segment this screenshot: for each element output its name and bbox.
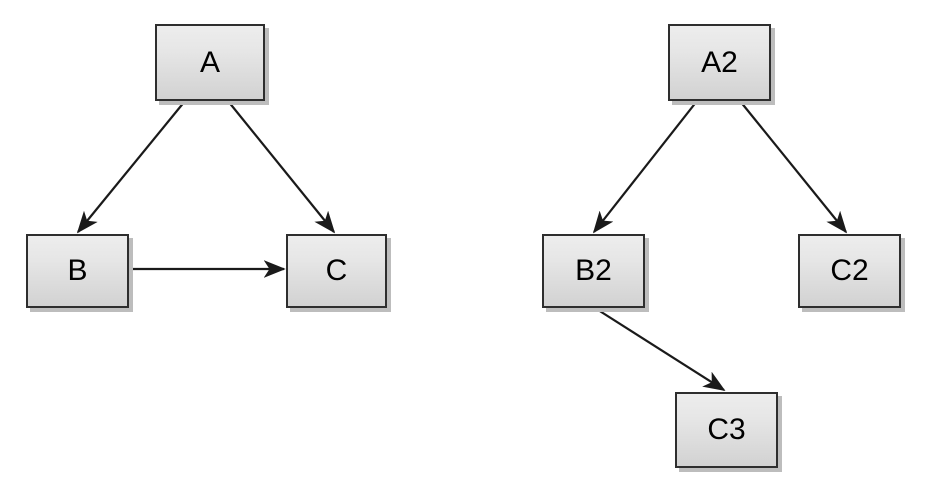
edge-a2-to-c2[interactable]: [739, 100, 848, 234]
node-c3[interactable]: C3: [675, 392, 778, 468]
node-label: C3: [707, 413, 746, 446]
node-label: A: [199, 45, 220, 79]
edge-a-to-c[interactable]: [227, 100, 336, 234]
node-label: B: [67, 254, 88, 287]
edge-b2-to-c3[interactable]: [594, 307, 726, 391]
node-label: A2: [701, 45, 738, 79]
node-b2[interactable]: B2: [542, 234, 645, 308]
edge-a-to-b[interactable]: [76, 100, 186, 234]
node-a[interactable]: A: [155, 24, 265, 101]
node-label: B2: [575, 254, 612, 287]
node-b[interactable]: B: [26, 234, 129, 308]
node-label: C: [325, 254, 348, 287]
node-c2[interactable]: C2: [798, 234, 901, 308]
edge-a2-to-b2[interactable]: [592, 100, 698, 234]
node-label: C2: [830, 254, 869, 287]
node-a2[interactable]: A2: [668, 24, 771, 101]
edges-group: [76, 100, 848, 391]
node-c[interactable]: C: [286, 234, 387, 308]
